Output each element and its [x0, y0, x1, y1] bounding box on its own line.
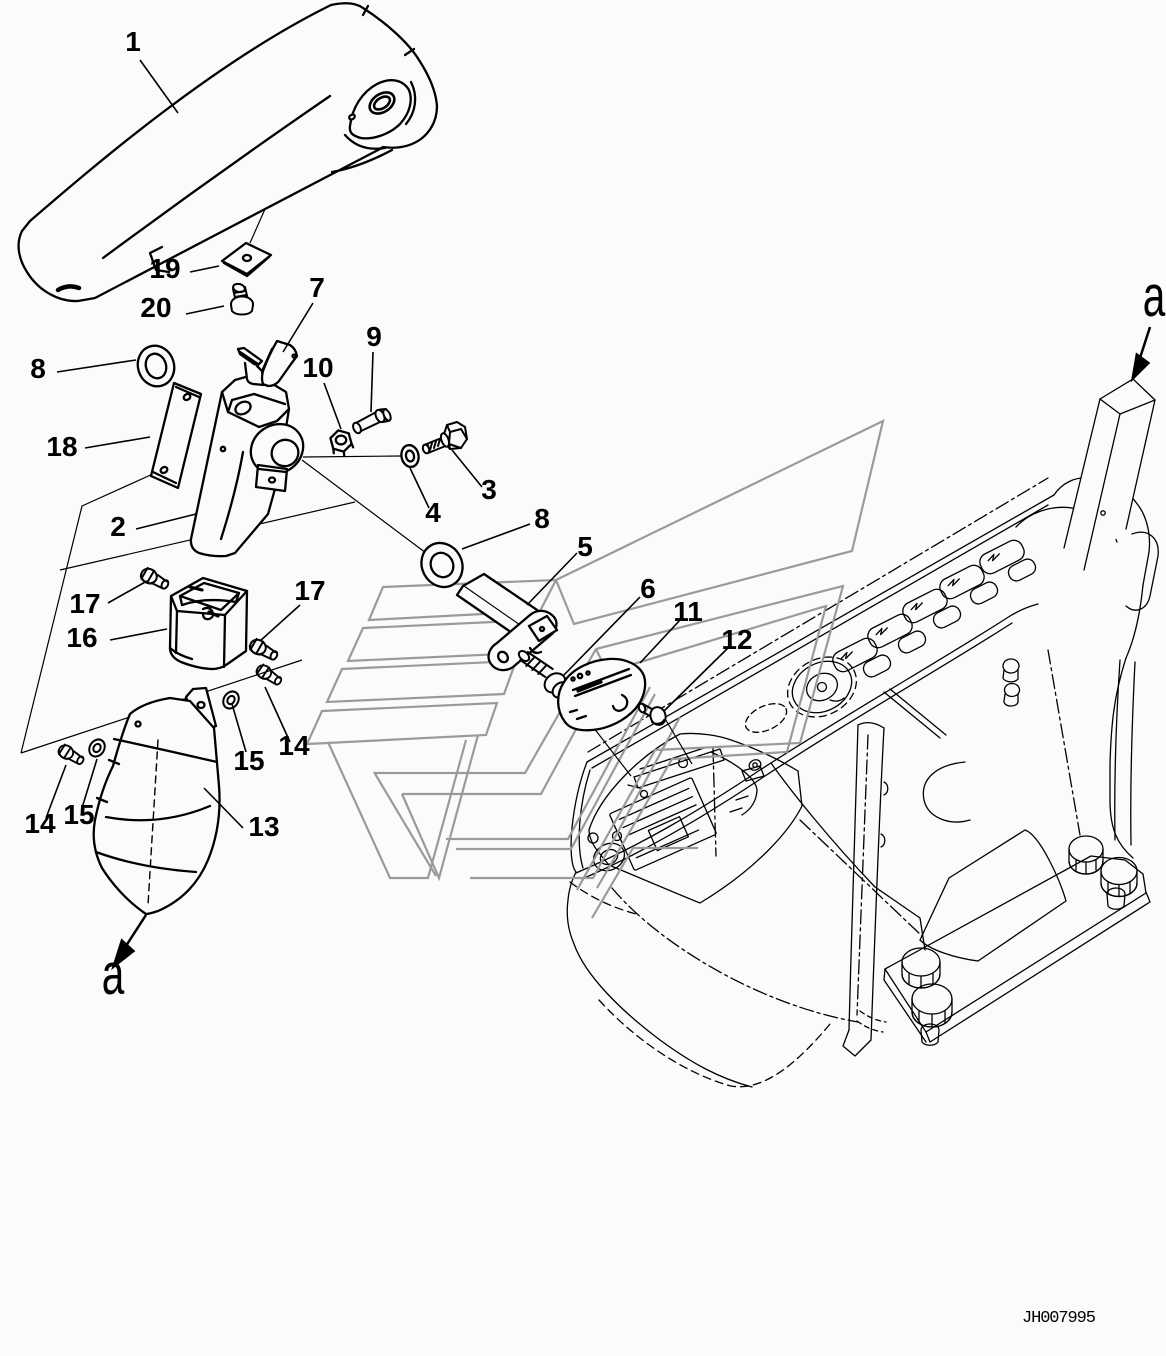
- svg-text:18: 18: [46, 431, 77, 462]
- svg-text:13: 13: [248, 811, 279, 842]
- svg-text:JH007995: JH007995: [1022, 1309, 1096, 1328]
- svg-text:17: 17: [69, 588, 100, 619]
- svg-text:16: 16: [66, 622, 97, 653]
- svg-text:20: 20: [140, 292, 171, 323]
- svg-text:5: 5: [577, 531, 593, 562]
- svg-text:14: 14: [24, 808, 56, 839]
- svg-text:9: 9: [366, 321, 382, 352]
- svg-text:6: 6: [640, 573, 656, 604]
- svg-text:17: 17: [294, 575, 325, 606]
- svg-text:7: 7: [309, 272, 325, 303]
- svg-text:12: 12: [721, 624, 752, 655]
- svg-text:a: a: [1143, 264, 1166, 329]
- svg-text:3: 3: [481, 474, 497, 505]
- svg-text:19: 19: [149, 253, 180, 284]
- svg-text:8: 8: [534, 503, 550, 534]
- svg-text:14: 14: [278, 730, 310, 761]
- svg-text:1: 1: [125, 26, 141, 57]
- svg-text:4: 4: [425, 497, 441, 528]
- svg-text:15: 15: [63, 799, 94, 830]
- svg-text:15: 15: [233, 745, 264, 776]
- svg-text:8: 8: [30, 353, 46, 384]
- svg-text:a: a: [102, 942, 125, 1007]
- svg-text:10: 10: [302, 352, 333, 383]
- svg-text:2: 2: [110, 511, 126, 542]
- svg-text:11: 11: [673, 596, 703, 627]
